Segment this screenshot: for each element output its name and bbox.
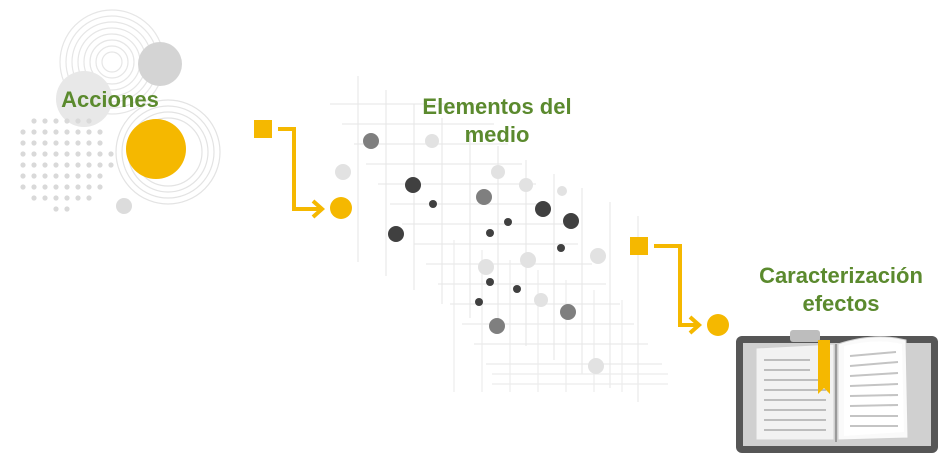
decor-dot: [97, 162, 103, 168]
decor-dot: [75, 184, 81, 190]
decor-dot: [20, 162, 26, 168]
decor-dot: [86, 129, 92, 135]
label-line: efectos: [802, 291, 880, 316]
decor-dot: [97, 140, 103, 146]
decor-dot: [97, 151, 103, 157]
decor-dot: [97, 129, 103, 135]
decor-dot: [64, 195, 70, 201]
decor-dot: [53, 118, 59, 124]
square-to-circle-arrow-icon: [254, 120, 352, 219]
decor-dot: [64, 129, 70, 135]
decor-dot: [75, 129, 81, 135]
decor-dot: [31, 140, 37, 146]
decor-dot: [75, 173, 81, 179]
decor-dot: [75, 151, 81, 157]
decor-dot: [53, 129, 59, 135]
decor-dot: [75, 162, 81, 168]
stage-label-acciones: Acciones: [40, 86, 180, 114]
decor-dot: [53, 195, 59, 201]
decor-dot: [42, 151, 48, 157]
scattered-dots-grid-icon: [330, 76, 668, 402]
decor-dot: [53, 206, 59, 212]
decor-dot: [53, 162, 59, 168]
decor-dot: [64, 151, 70, 157]
decor-dot: [20, 173, 26, 179]
decor-dot: [86, 162, 92, 168]
decor-dot: [86, 173, 92, 179]
decor-dot: [31, 184, 37, 190]
decor-dot: [86, 184, 92, 190]
square-to-circle-arrow-icon: [630, 237, 729, 336]
label-line: medio: [464, 122, 530, 147]
decor-dot: [31, 151, 37, 157]
decor-dot: [108, 151, 114, 157]
open-book-icon: [736, 330, 938, 453]
decor-dot: [31, 173, 37, 179]
stage-label-elementos: Elementos del medio: [392, 93, 602, 149]
decor-dot: [42, 173, 48, 179]
decor-dot: [64, 184, 70, 190]
decor-dot: [31, 162, 37, 168]
concentric-circles-dots-icon: [20, 9, 221, 214]
decor-dot: [108, 162, 114, 168]
decor-dot: [75, 195, 81, 201]
decor-dot: [97, 184, 103, 190]
decor-dot: [53, 173, 59, 179]
decor-dot: [53, 140, 59, 146]
decor-dot: [42, 184, 48, 190]
decor-dot: [53, 184, 59, 190]
decor-dot: [64, 162, 70, 168]
decor-dot: [97, 173, 103, 179]
decor-dot: [53, 151, 59, 157]
decor-dot: [64, 206, 70, 212]
decor-dot: [86, 195, 92, 201]
decor-dot: [42, 129, 48, 135]
decor-dot: [75, 118, 81, 124]
decor-dot: [20, 151, 26, 157]
decor-dot: [31, 195, 37, 201]
decor-dot: [86, 118, 92, 124]
decor-dot: [42, 195, 48, 201]
decor-dot: [31, 118, 37, 124]
decor-dot: [64, 140, 70, 146]
decor-dot: [64, 173, 70, 179]
decor-dot: [86, 151, 92, 157]
decor-dot: [31, 129, 37, 135]
decor-dot: [75, 140, 81, 146]
label-line: Elementos del: [422, 94, 572, 119]
stage-label-caracterizacion: Caracterización efectos: [728, 262, 946, 318]
decor-dot: [64, 118, 70, 124]
decor-dot: [86, 140, 92, 146]
label-line: Caracterización: [759, 263, 923, 288]
decor-dot: [20, 184, 26, 190]
decor-dot: [20, 129, 26, 135]
decor-dot: [42, 118, 48, 124]
decor-dot: [20, 140, 26, 146]
label-line: Acciones: [61, 87, 159, 112]
decor-dot: [42, 140, 48, 146]
decor-dot: [42, 162, 48, 168]
